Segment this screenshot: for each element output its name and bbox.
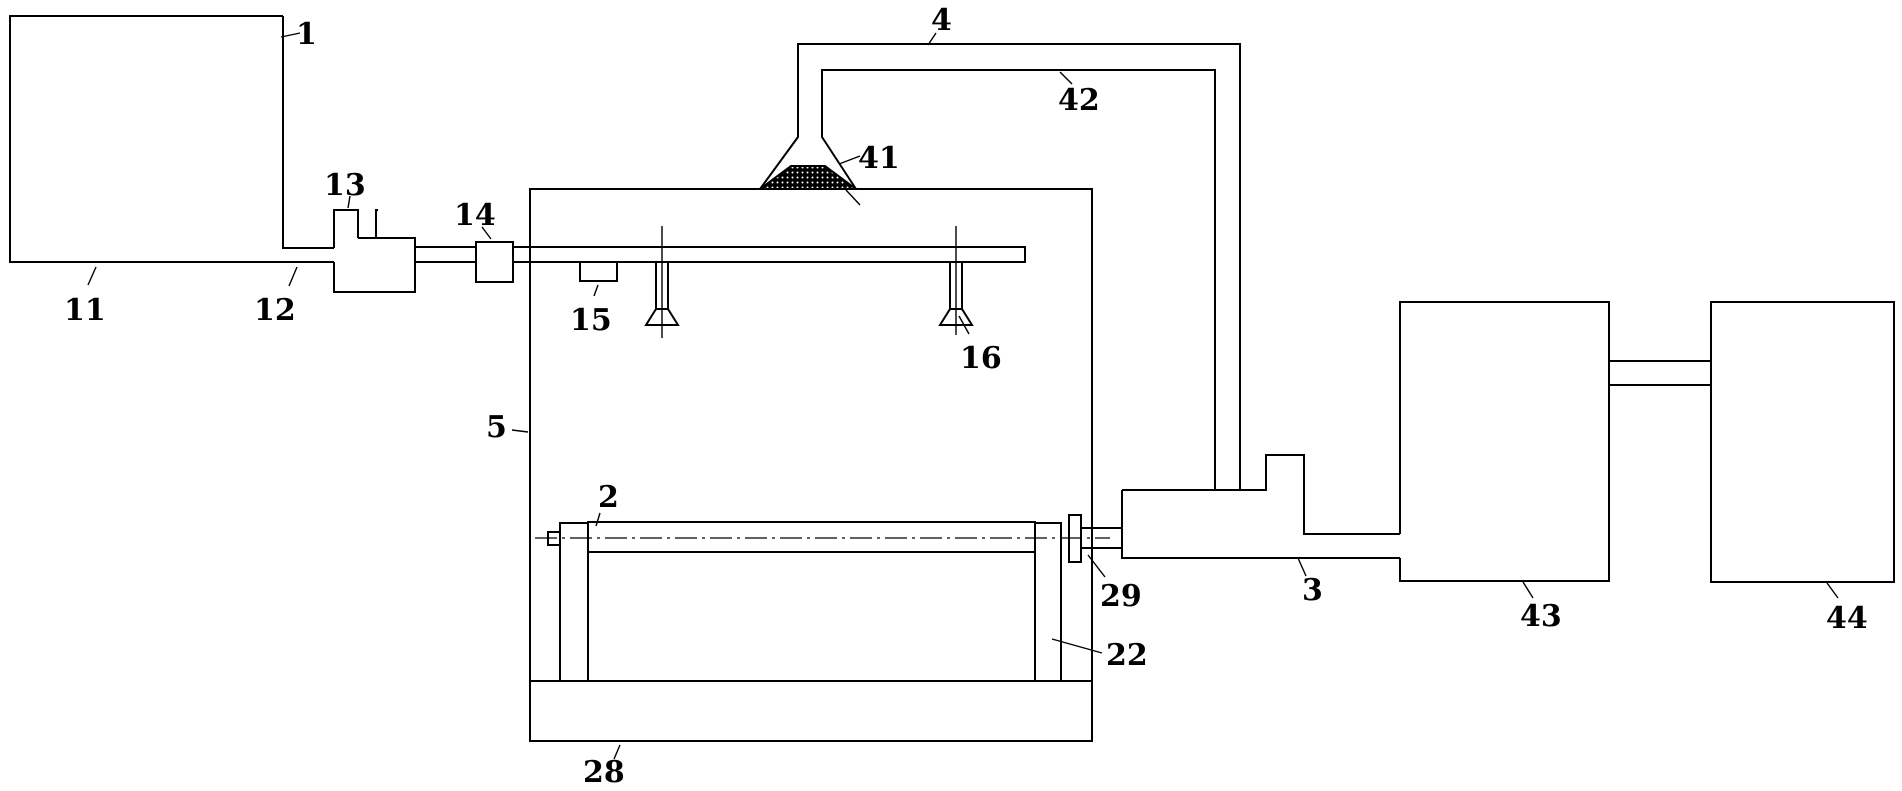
label-5: 5 — [486, 410, 507, 445]
label-15: 15 — [570, 303, 612, 338]
unit-43 — [1399, 301, 1610, 582]
label-44: 44 — [1826, 601, 1868, 636]
label-12: 12 — [254, 293, 296, 328]
coupling-29 — [1068, 514, 1082, 563]
label-29: 29 — [1100, 579, 1142, 614]
label-28: 28 — [583, 755, 625, 790]
pipe-13-14 — [415, 246, 476, 263]
chamber-5 — [529, 188, 1093, 742]
motor-3 — [1121, 454, 1400, 559]
nozzle-16 — [938, 226, 974, 335]
label-11: 11 — [64, 293, 106, 328]
label-41: 41 — [858, 141, 900, 176]
label-4: 4 — [931, 3, 952, 38]
valve-14 — [475, 241, 514, 283]
label-42: 42 — [1058, 83, 1100, 118]
sensor-15 — [579, 262, 618, 282]
label-16: 16 — [960, 341, 1002, 376]
label-2: 2 — [598, 480, 619, 515]
pipe-43-44 — [1609, 360, 1711, 386]
shaft — [1081, 527, 1122, 549]
exhaust-hood-41 — [756, 43, 1241, 490]
label-3: 3 — [1302, 573, 1323, 608]
label-43: 43 — [1520, 599, 1562, 634]
nozzle-left — [644, 226, 680, 338]
spray-pipe — [513, 246, 1026, 263]
label-22: 22 — [1106, 638, 1148, 673]
label-13: 13 — [324, 168, 366, 203]
label-1: 1 — [296, 17, 317, 52]
tank-1 — [9, 15, 334, 263]
label-14: 14 — [454, 198, 496, 233]
leader-lines — [87, 32, 1839, 760]
pump-13 — [333, 209, 416, 293]
unit-44 — [1710, 301, 1895, 583]
roller-2 — [535, 521, 1110, 682]
